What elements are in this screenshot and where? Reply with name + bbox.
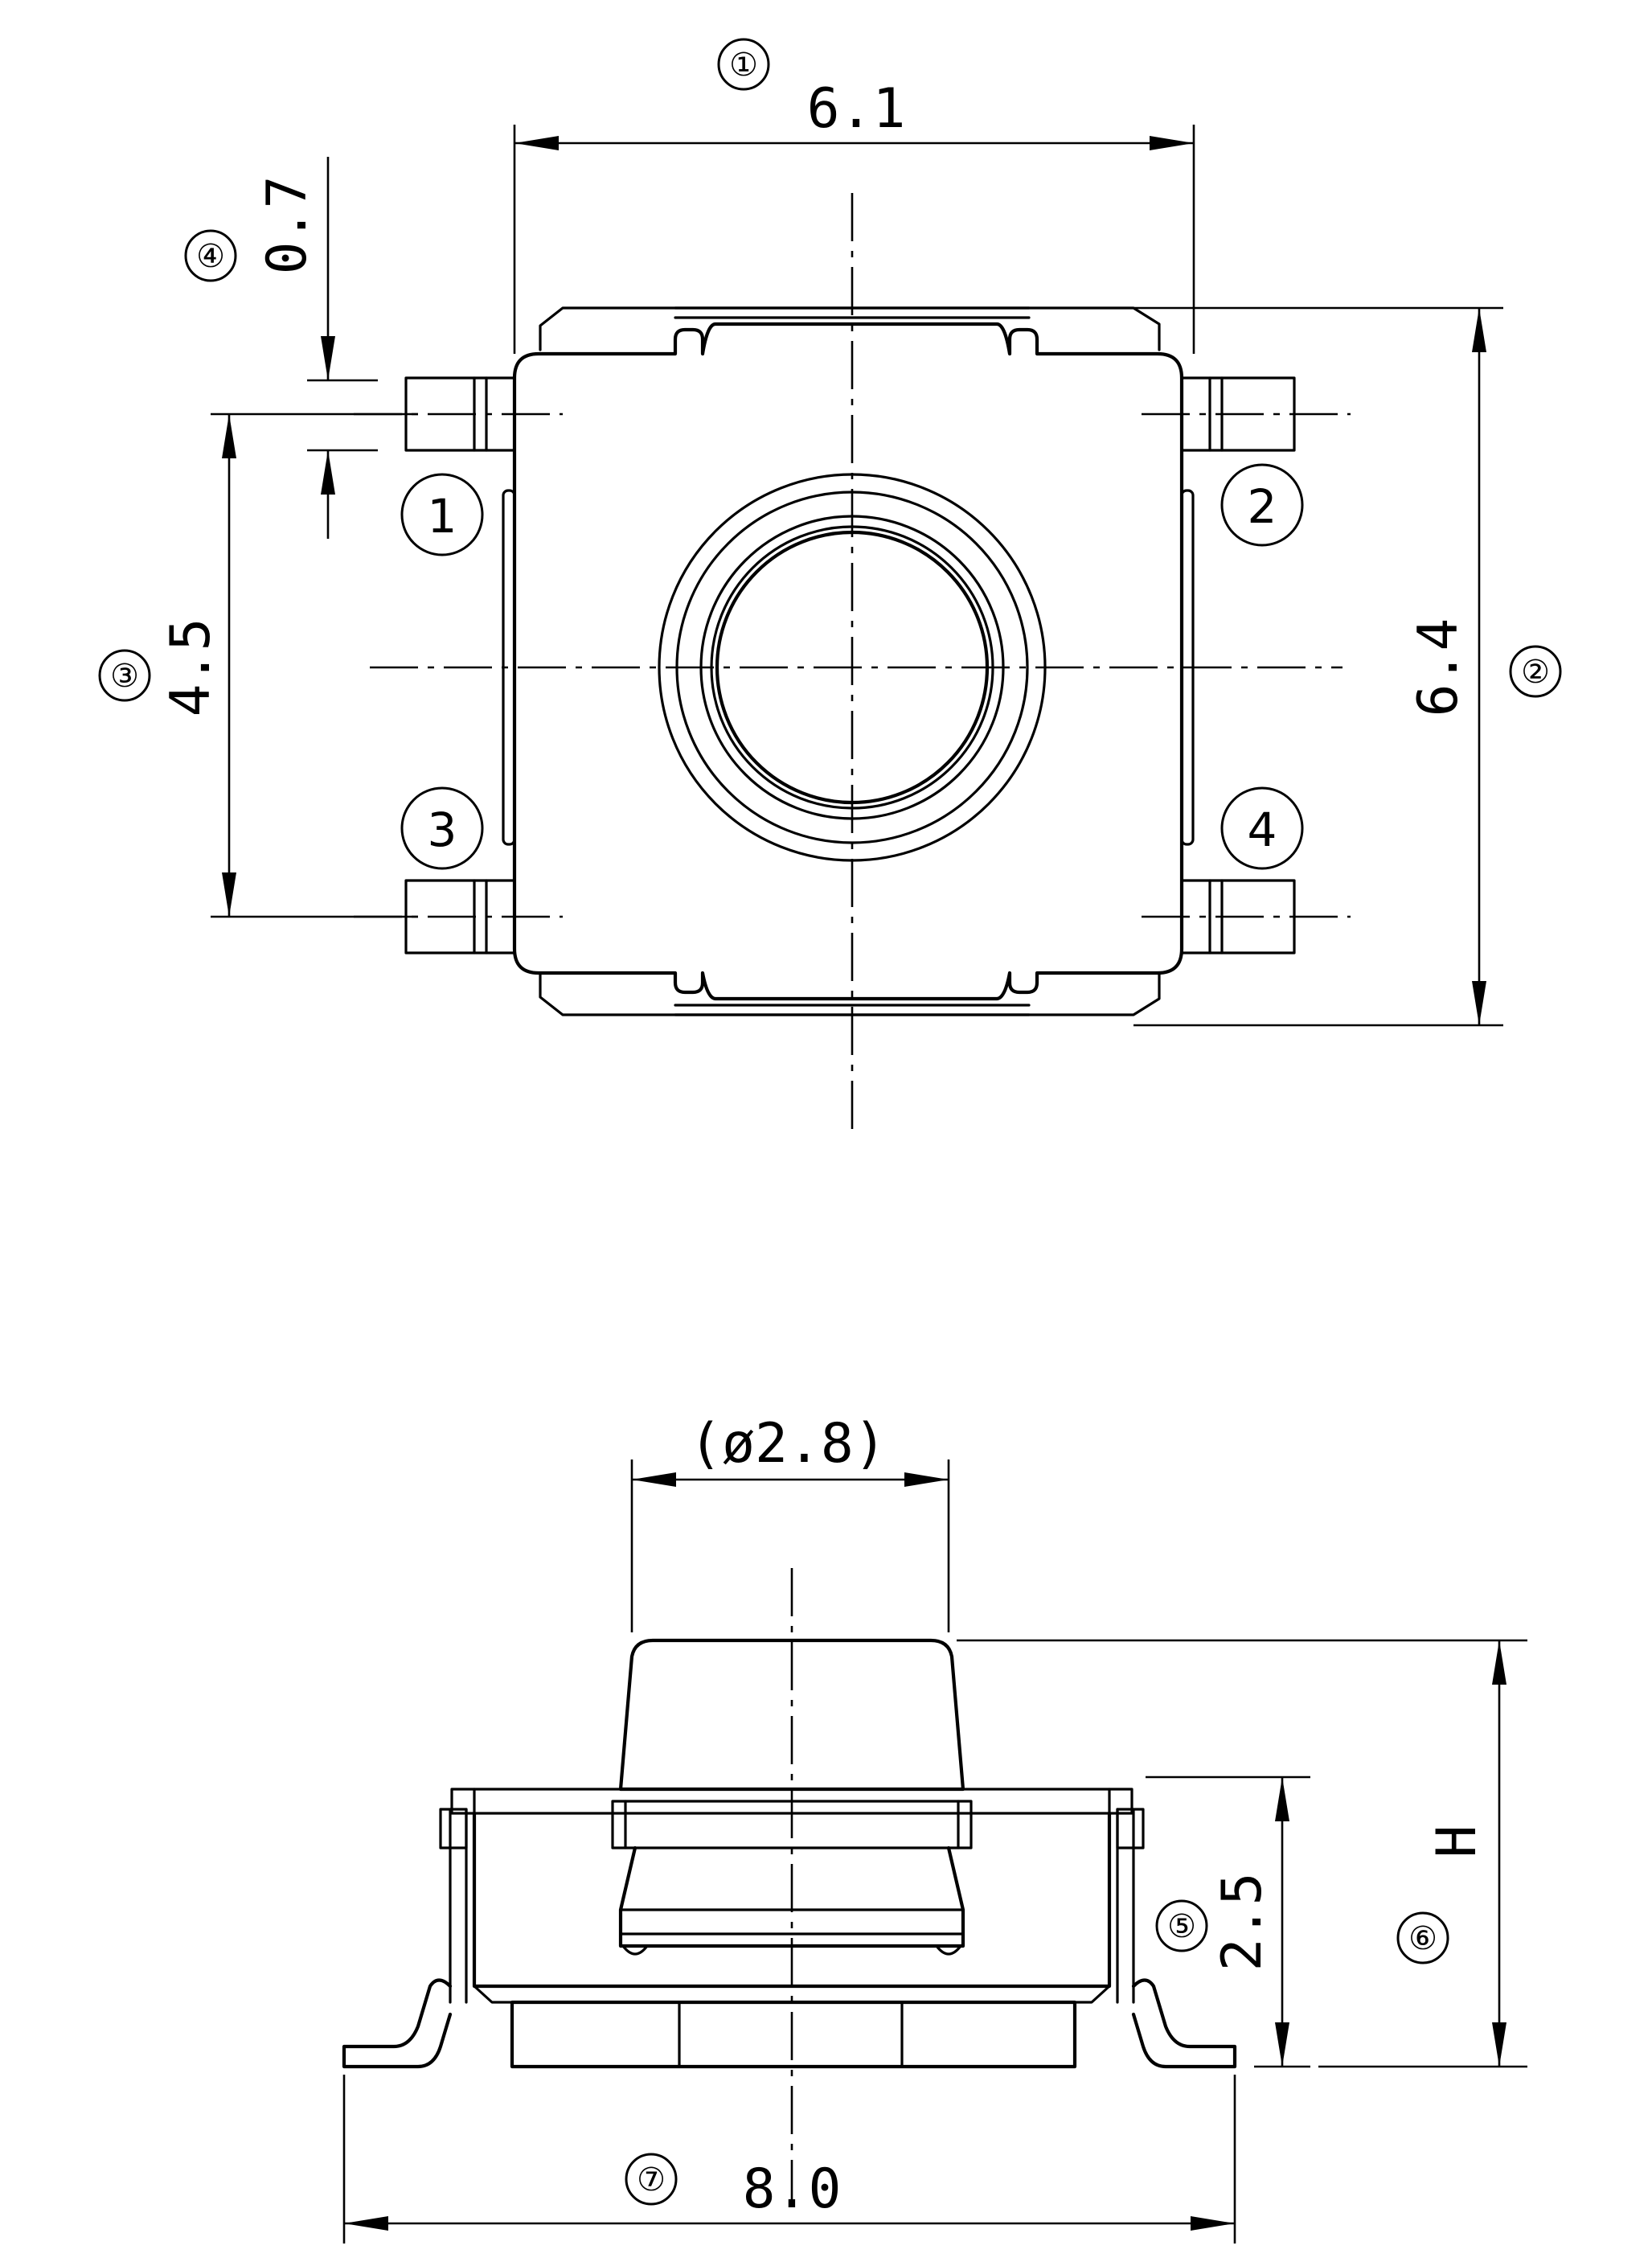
balloon-1 bbox=[717, 38, 770, 91]
dim-total-length-value: 8.0 bbox=[743, 2157, 842, 2221]
pin-1-label: 1 bbox=[400, 473, 484, 556]
dim-total-height: H ⑥ bbox=[957, 1639, 1527, 2068]
pin-3-label: 3 bbox=[400, 786, 484, 870]
stem-collar bbox=[611, 1800, 973, 1849]
balloon-1-text: ① bbox=[729, 47, 758, 84]
right-side-groove bbox=[1180, 489, 1195, 846]
actuator-top-circle bbox=[715, 530, 990, 805]
top-cover bbox=[450, 1788, 1133, 1815]
dim-height: 6.4 ② bbox=[1133, 306, 1562, 1027]
dim-total-length: 8.0 ⑦ bbox=[342, 2075, 1236, 2244]
dim-height-value: 6.4 bbox=[1407, 618, 1470, 717]
right-terminal-leg bbox=[1131, 1978, 1237, 2069]
dim-terminal-width-value: 0.7 bbox=[256, 176, 319, 275]
balloon-4-text: ④ bbox=[196, 238, 225, 275]
terminal-4 bbox=[1180, 879, 1296, 954]
dim-width-value: 6.1 bbox=[807, 77, 906, 141]
pin-3-number: 3 bbox=[428, 803, 457, 857]
balloon-3 bbox=[98, 649, 151, 702]
left-side-groove bbox=[502, 489, 516, 846]
balloon-2 bbox=[1509, 645, 1562, 698]
switch-body bbox=[512, 322, 1184, 1001]
base bbox=[510, 2000, 1077, 2069]
side-view: (ø2.8) 2.5 ⑤ H ⑥ bbox=[342, 1412, 1527, 2244]
dim-body-height: 2.5 ⑤ bbox=[1146, 1776, 1310, 2068]
pin-4-label: 4 bbox=[1220, 786, 1304, 870]
housing-body bbox=[472, 1811, 1112, 1989]
balloon-7-text: ⑦ bbox=[637, 2161, 666, 2198]
balloon-5-text: ⑤ bbox=[1167, 1908, 1196, 1945]
balloon-6 bbox=[1396, 1911, 1449, 1964]
terminal-2 bbox=[1180, 376, 1296, 452]
top-flange bbox=[539, 306, 1161, 351]
pin-2-number: 2 bbox=[1248, 479, 1277, 534]
dim-terminal-width: 0.7 ④ bbox=[184, 157, 378, 539]
pin-1-number: 1 bbox=[428, 489, 457, 544]
dim-width: ① 6.1 bbox=[513, 38, 1195, 354]
stem-body bbox=[618, 1845, 965, 1948]
balloon-6-text: ⑥ bbox=[1408, 1920, 1437, 1957]
dim-actuator-diameter-value: (ø2.8) bbox=[689, 1412, 887, 1476]
dim-pitch: 4.5 ③ bbox=[98, 413, 418, 918]
dim-body-height-value: 2.5 bbox=[1211, 1873, 1274, 1972]
actuator-outer-ring bbox=[658, 473, 1047, 862]
bottom-flange bbox=[539, 971, 1161, 1016]
actuator-cap bbox=[618, 1638, 965, 1792]
balloon-5 bbox=[1155, 1899, 1208, 1952]
top-view: 1 2 3 4 ① 6.1 bbox=[98, 38, 1562, 1134]
pin-4-number: 4 bbox=[1248, 803, 1277, 857]
dim-pitch-value: 4.5 bbox=[159, 618, 223, 717]
balloon-7 bbox=[625, 2153, 678, 2206]
left-terminal-leg bbox=[342, 1978, 453, 2069]
dim-actuator-diameter: (ø2.8) bbox=[630, 1412, 950, 1632]
balloon-2-text: ② bbox=[1521, 654, 1550, 691]
pin-2-label: 2 bbox=[1220, 463, 1304, 547]
right-latch bbox=[1116, 1808, 1145, 1849]
balloon-3-text: ③ bbox=[110, 658, 139, 695]
left-latch bbox=[439, 1808, 468, 1849]
dim-total-height-value: H bbox=[1425, 1825, 1489, 1858]
balloon-4 bbox=[184, 229, 237, 282]
